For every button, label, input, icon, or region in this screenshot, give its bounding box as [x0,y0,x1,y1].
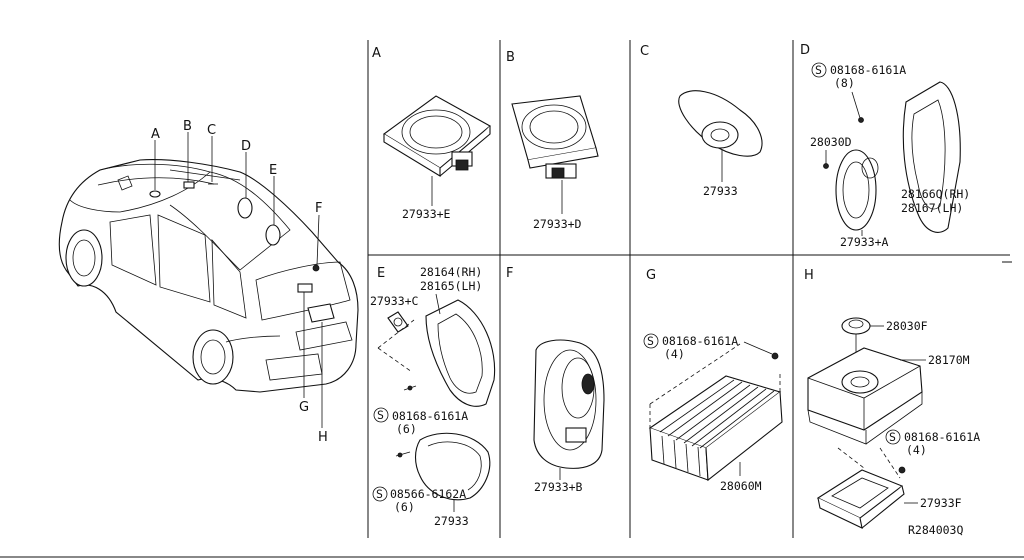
diagram-code: R284003Q [908,523,963,537]
car-marker-g: G [299,400,309,415]
qty-8-d: (8) [834,76,855,90]
part-08168-6161a-d: 08168-6161A [830,63,906,77]
part-08168-6161a-h: 08168-6161A [904,430,980,444]
section-h: H 28030F 28170M S 08168-6161A (4) 27933F [804,268,980,529]
section-g-letter: G [646,268,656,283]
car-amp-g [297,283,313,293]
svg-text:S: S [376,487,383,501]
part-27933-e-lower: 27933 [434,514,469,528]
qty-6-e2: (6) [394,500,415,514]
part-08168-6161a-e: 08168-6161A [392,409,468,423]
part-28030d: 28030D [810,135,852,149]
car-sub-h [307,303,335,323]
section-d-letter: D [800,43,810,58]
section-b-letter: B [506,50,515,65]
part-27933-a: 27933+A [840,235,889,249]
car-marker-c: C [207,123,216,138]
section-f-letter: F [506,266,513,281]
car-marker-a: A [151,127,160,142]
section-a-letter: A [372,46,381,61]
s-marker-g [643,333,659,349]
part-28060m: 28060M [720,479,762,493]
part-28170m: 28170M [928,353,970,367]
section-e: E 28164(RH) 28165(LH) 27933+C S 08168-61… [370,265,496,528]
s-marker-d [811,62,827,78]
car-marker-f: F [315,201,322,216]
car-marker-h: H [318,430,328,445]
amp-fins [659,379,775,477]
part-08566-6162a: 08566-6162A [390,487,466,501]
car-speaker-f [312,264,320,272]
s-marker-h [885,429,901,445]
section-g: G S 08168-6161A (4) 28060M [643,268,783,493]
qty-4-h: (4) [906,443,927,457]
svg-text:S: S [889,430,896,444]
part-27933-b: 27933+B [534,480,583,494]
section-a: A 27933+E [372,46,491,221]
car-marker-b: B [183,119,192,134]
car-speaker-e [265,224,281,246]
svg-text:S: S [377,408,384,422]
section-dividers [0,40,1024,558]
car-marker-e: E [269,163,277,178]
car-speaker-b [183,181,195,189]
car-speaker-a [149,190,161,198]
svg-text:S: S [815,63,822,77]
qty-4-g: (4) [664,347,685,361]
part-28164-rh: 28164(RH) [420,265,482,279]
svg-text:S: S [647,334,654,348]
part-28166q-rh: 28166Q(RH) [901,187,970,201]
part-28030f: 28030F [886,319,928,333]
qty-6-e1: (6) [396,422,417,436]
car-speaker-d [237,197,253,219]
part-27933f: 27933F [920,496,962,510]
section-b: B 27933+D [506,50,599,231]
car-marker-d: D [241,139,251,154]
part-27933-c: 27933 [703,184,738,198]
section-f: F 27933+B [506,266,605,494]
part-27933-c: 27933+C [370,294,419,308]
section-e-letter: E [377,266,385,281]
part-27933-e: 27933+E [402,207,451,221]
section-h-letter: H [804,268,814,283]
part-28167-lh: 28167(LH) [901,201,963,215]
part-08168-6161a-g: 08168-6161A [662,334,738,348]
part-28165-lh: 28165(LH) [420,279,482,293]
vehicle-illustration: A B C D E F G H [58,119,359,445]
section-d: D S 08168-6161A (8) 28030D 27933+A 28166… [800,43,970,249]
s-marker-e2 [372,486,388,502]
section-c-letter: C [640,44,649,59]
part-27933-d: 27933+D [533,217,582,231]
section-c: C 27933 [640,44,763,198]
s-marker-e1 [373,407,389,423]
